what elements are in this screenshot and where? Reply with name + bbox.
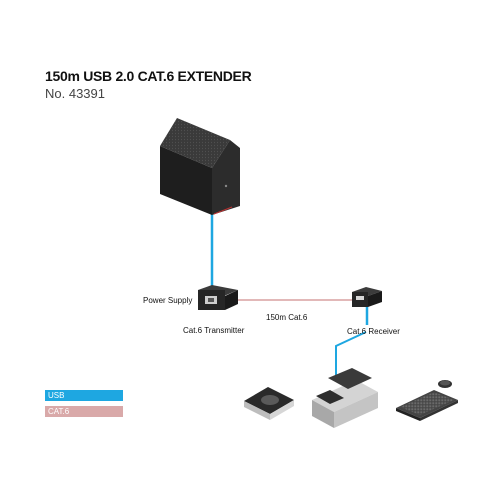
usb-cable-printer [335,331,367,376]
product-number: No. 43391 [45,86,105,101]
power-supply-label: Power Supply [143,296,193,305]
legend-usb: USB [45,390,123,401]
receiver-device-icon [352,287,382,307]
transmitter-label: Cat.6 Transmitter [183,326,245,335]
printer-icon [312,368,378,428]
pc-tower-icon [160,118,240,215]
diagram-title: 150m USB 2.0 CAT.6 EXTENDER [45,68,252,84]
hard-drive-icon [244,387,294,420]
keyboard-icon [396,390,458,421]
legend-cat6: CAT.6 [45,406,123,417]
cable-label: 150m Cat.6 [266,313,308,322]
mouse-icon [438,380,452,388]
transmitter-device-icon [198,285,238,310]
receiver-label: Cat.6 Receiver [347,327,400,336]
